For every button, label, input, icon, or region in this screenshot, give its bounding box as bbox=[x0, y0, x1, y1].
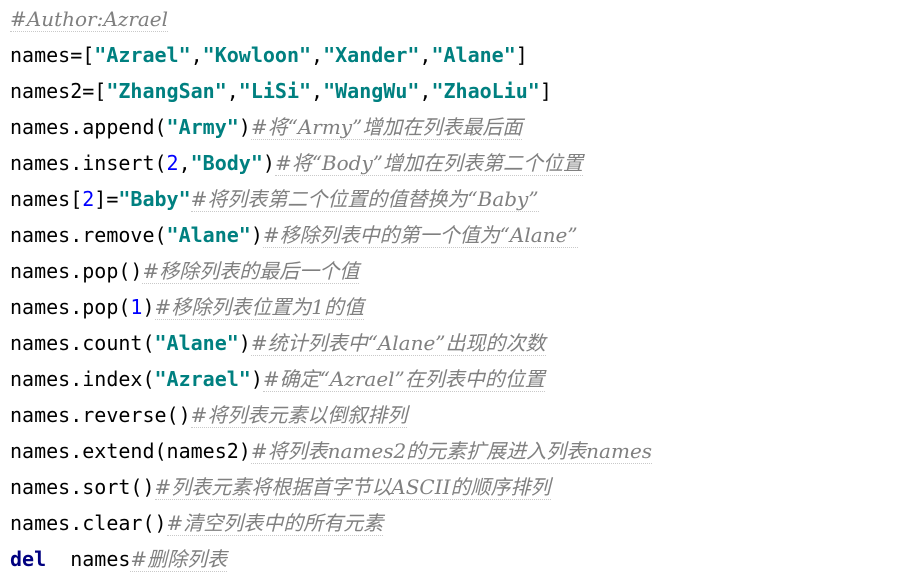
code-token-comment: #列表元素将根据首字节以ASCII的顺序排列 bbox=[154, 475, 551, 500]
code-token-plain: names.pop() bbox=[10, 259, 143, 283]
code-token-plain: ) bbox=[250, 367, 263, 391]
code-line[interactable]: names.pop(1)#移除列表位置为1的值 bbox=[0, 290, 909, 326]
code-token-plain: ) bbox=[238, 115, 251, 139]
code-token-plain: , bbox=[419, 43, 432, 67]
code-token-comment: #移除列表中的第一个值为“Alane” bbox=[262, 223, 578, 248]
code-token-plain: , bbox=[311, 79, 324, 103]
code-token-plain: ]= bbox=[94, 187, 119, 211]
code-token-str: "Army" bbox=[166, 115, 239, 139]
code-token-plain: , bbox=[419, 79, 432, 103]
code-token-num: 2 bbox=[82, 187, 95, 211]
code-line[interactable]: names.reverse()#将列表元素以倒叙排列 bbox=[0, 398, 909, 434]
code-line[interactable]: #Author:Azrael bbox=[0, 2, 909, 38]
code-token-str: "Body" bbox=[190, 151, 263, 175]
code-token-comment: #清空列表中的所有元素 bbox=[166, 511, 384, 536]
code-token-plain: names.clear() bbox=[10, 511, 167, 535]
code-token-str: "Alane" bbox=[431, 43, 516, 67]
code-token-comment: #将列表第二个位置的值替换为“Baby” bbox=[190, 187, 539, 212]
code-token-plain: ) bbox=[262, 151, 275, 175]
code-token-plain: , bbox=[178, 151, 191, 175]
code-line[interactable]: names.clear()#清空列表中的所有元素 bbox=[0, 506, 909, 542]
code-line[interactable]: names2=["ZhangSan","LiSi","WangWu","Zhao… bbox=[0, 74, 909, 110]
code-token-plain: , bbox=[190, 43, 203, 67]
code-token-plain: names.pop( bbox=[10, 295, 131, 319]
code-line[interactable]: names.extend(names2)#将列表names2的元素扩展进入列表n… bbox=[0, 434, 909, 470]
code-line[interactable]: names[2]="Baby"#将列表第二个位置的值替换为“Baby” bbox=[0, 182, 909, 218]
code-token-plain: names.count( bbox=[10, 331, 155, 355]
code-token-plain: ] bbox=[515, 43, 528, 67]
code-token-comment: #删除列表 bbox=[130, 547, 228, 572]
code-token-comment: #将“Body”增加在列表第二个位置 bbox=[274, 151, 583, 176]
code-token-str: "Azrael" bbox=[154, 367, 251, 391]
code-token-plain: ] bbox=[539, 79, 552, 103]
code-line[interactable]: names.pop()#移除列表的最后一个值 bbox=[0, 254, 909, 290]
code-token-plain: , bbox=[311, 43, 324, 67]
code-line[interactable]: names.insert(2,"Body")#将“Body”增加在列表第二个位置 bbox=[0, 146, 909, 182]
code-line[interactable]: names.count("Alane")#统计列表中“Alane”出现的次数 bbox=[0, 326, 909, 362]
code-token-comment: #将列表元素以倒叙排列 bbox=[190, 403, 408, 428]
code-token-plain: , bbox=[226, 79, 239, 103]
code-token-plain: names.extend(names2) bbox=[10, 439, 251, 463]
code-token-str: "ZhangSan" bbox=[106, 79, 227, 103]
code-token-plain: ) bbox=[142, 295, 155, 319]
code-line[interactable]: del names#删除列表 bbox=[0, 542, 909, 578]
code-line[interactable]: names=["Azrael","Kowloon","Xander","Alan… bbox=[0, 38, 909, 74]
code-token-plain: names[ bbox=[10, 187, 83, 211]
code-token-plain: ) bbox=[238, 331, 251, 355]
code-token-str: "ZhaoLiu" bbox=[431, 79, 540, 103]
code-token-str: "Alane" bbox=[166, 223, 251, 247]
code-token-plain: names bbox=[46, 547, 131, 571]
code-token-plain: names.remove( bbox=[10, 223, 167, 247]
code-line[interactable]: names.sort()#列表元素将根据首字节以ASCII的顺序排列 bbox=[0, 470, 909, 506]
code-token-comment: #移除列表的最后一个值 bbox=[142, 259, 360, 284]
code-token-str: "Kowloon" bbox=[202, 43, 312, 67]
code-token-plain: names.insert( bbox=[10, 151, 167, 175]
code-token-num: 1 bbox=[130, 295, 143, 319]
code-token-plain: names.sort() bbox=[10, 475, 155, 499]
code-token-str: "WangWu" bbox=[323, 79, 420, 103]
code-token-kw: del bbox=[10, 547, 47, 571]
code-line[interactable]: names.append("Army")#将“Army”增加在列表最后面 bbox=[0, 110, 909, 146]
code-token-str: "Baby" bbox=[118, 187, 191, 211]
code-token-str: "Xander" bbox=[323, 43, 420, 67]
code-token-comment: #将列表names2的元素扩展进入列表names bbox=[250, 439, 653, 464]
code-token-plain: names=[ bbox=[10, 43, 95, 67]
code-token-str: "Alane" bbox=[154, 331, 239, 355]
code-token-plain: names.append( bbox=[10, 115, 167, 139]
code-token-plain: names2=[ bbox=[10, 79, 107, 103]
code-token-num: 2 bbox=[166, 151, 179, 175]
code-token-plain: names.reverse() bbox=[10, 403, 191, 427]
code-line[interactable]: names.index("Azrael")#确定“Azrael”在列表中的位置 bbox=[0, 362, 909, 398]
code-token-comment: #Author:Azrael bbox=[10, 7, 169, 32]
code-token-str: "LiSi" bbox=[238, 79, 312, 103]
code-token-comment: #统计列表中“Alane”出现的次数 bbox=[250, 331, 546, 356]
code-token-comment: #确定“Azrael”在列表中的位置 bbox=[262, 367, 545, 392]
code-token-plain: names.index( bbox=[10, 367, 155, 391]
code-token-plain: ) bbox=[250, 223, 263, 247]
code-token-comment: #移除列表位置为1的值 bbox=[154, 295, 364, 320]
code-token-comment: #将“Army”增加在列表最后面 bbox=[250, 115, 523, 140]
code-line[interactable]: names.remove("Alane")#移除列表中的第一个值为“Alane” bbox=[0, 218, 909, 254]
code-token-str: "Azrael" bbox=[94, 43, 191, 67]
